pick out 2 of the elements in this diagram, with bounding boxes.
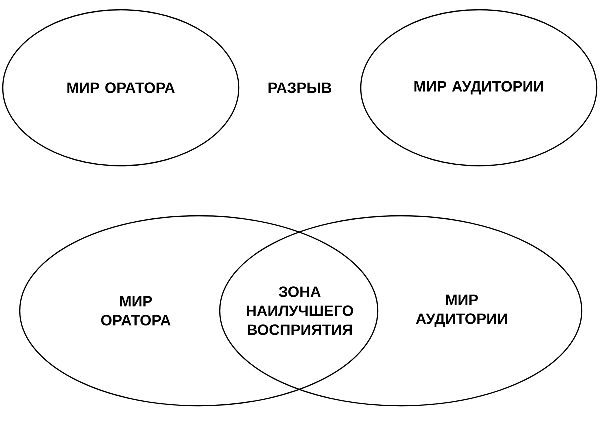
label-text: ЗОНА НАИЛУЧШЕГО ВОСПРИЯТИЯ: [247, 286, 354, 336]
label-text: РАЗРЫВ: [268, 82, 332, 94]
